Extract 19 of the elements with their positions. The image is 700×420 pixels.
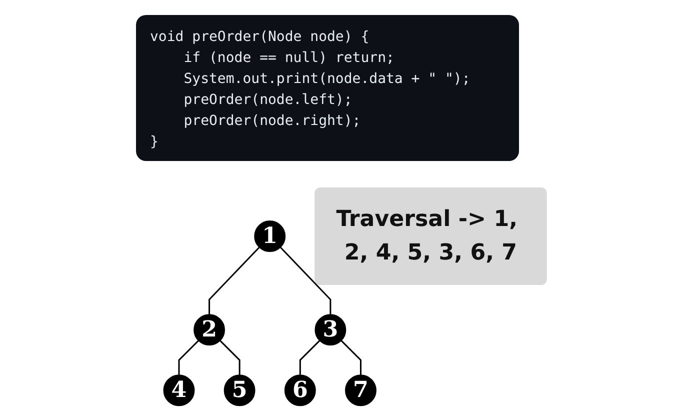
code-line: void preOrder(Node node) { <box>150 28 370 47</box>
code-line: preOrder(node.right); <box>182 112 362 131</box>
node-circle: 5 <box>224 374 256 406</box>
node-circle: 4 <box>163 374 195 406</box>
code-line: System.out.print(node.data + " "); <box>182 70 472 89</box>
connector <box>220 340 240 376</box>
node-circle: 3 <box>314 314 346 346</box>
node-circle: 2 <box>194 314 225 346</box>
connector <box>208 246 260 315</box>
node-circle: 7 <box>345 374 376 406</box>
connector <box>340 340 362 376</box>
connector <box>280 246 332 315</box>
code-line: } <box>150 133 160 152</box>
connector <box>178 340 200 376</box>
node-circle: 1 <box>254 220 286 252</box>
node-circle: 6 <box>284 374 316 406</box>
connector <box>299 340 320 376</box>
code-line: preOrder(node.left); <box>182 91 354 110</box>
code-line: if (node == null) return; <box>182 49 396 68</box>
